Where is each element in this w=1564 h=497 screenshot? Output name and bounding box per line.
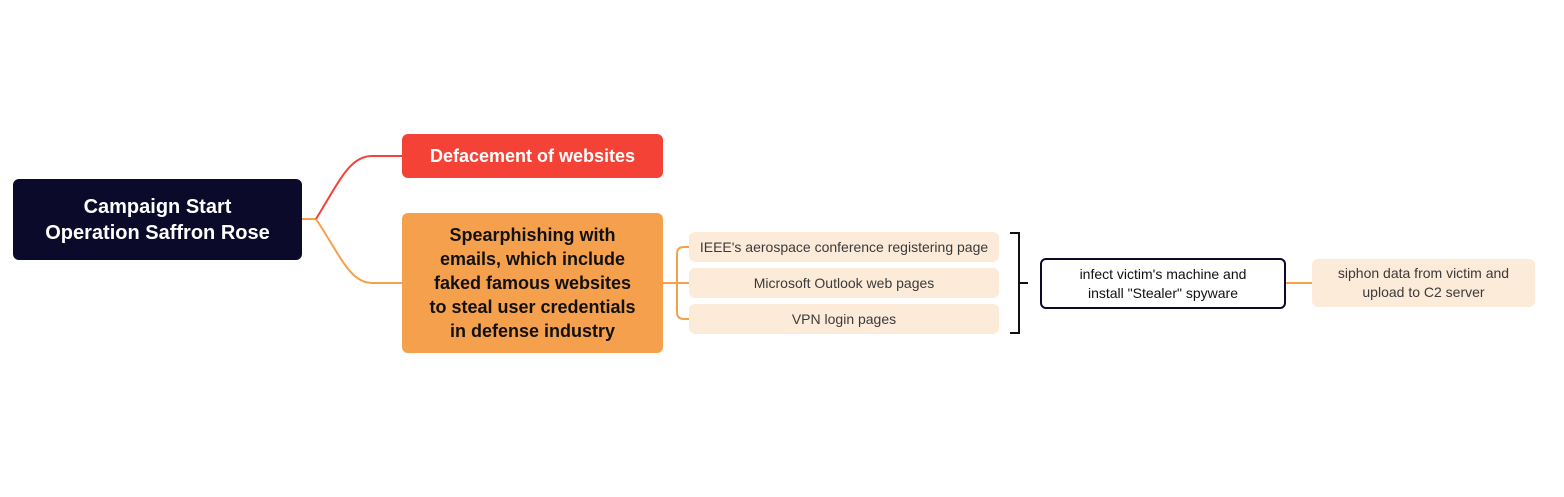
branch-defacement[interactable]: Defacement of websites: [402, 134, 663, 178]
connector-spearphishing: [315, 218, 402, 284]
branch-spearphishing[interactable]: Spearphishing with emails, which include…: [402, 213, 663, 353]
connector-subtopic-3: [676, 283, 689, 320]
connector-subtopic-1: [676, 246, 689, 283]
summary-bracket: [1010, 232, 1020, 334]
subtopic-outlook-pages[interactable]: Microsoft Outlook web pages: [689, 268, 999, 298]
subtopic-vpn-pages[interactable]: VPN login pages: [689, 304, 999, 334]
summary-infect-machine[interactable]: infect victim's machine and install "Ste…: [1040, 258, 1286, 309]
subtopic-ieee-page[interactable]: IEEE's aerospace conference registering …: [689, 232, 999, 262]
root-topic[interactable]: Campaign Start Operation Saffron Rose: [13, 179, 302, 260]
result-siphon-data[interactable]: siphon data from victim and upload to C2…: [1312, 259, 1535, 307]
connector-defacement: [315, 155, 402, 220]
